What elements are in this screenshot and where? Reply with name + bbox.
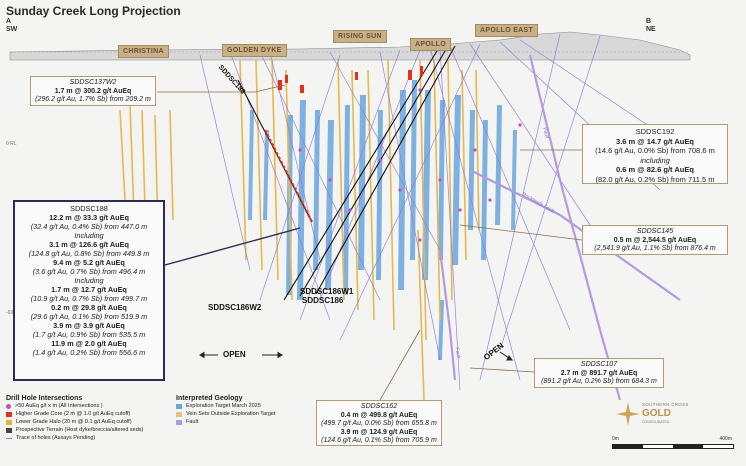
legend-geo-label: Vein Sets Outside Exploration Target (186, 411, 276, 417)
legend-swatch (176, 419, 182, 425)
zone-apollo: APOLLO (410, 38, 451, 51)
axis-label-600: -600 (6, 310, 17, 316)
legend-geo-label: Fault (186, 419, 199, 425)
legend-dh-item: Higher Grade Core (2 m @ 1.0 g/t AuEq cu… (6, 410, 176, 418)
legend-geo-title: Interpreted Geology (176, 395, 243, 402)
legend-dh-item: Lower Grade Halo (20 m @ 0.1 g/t AuEq cu… (6, 418, 176, 426)
legend-dh-label: >50 AuEq g/t x m (All Intersections ) (15, 403, 103, 409)
open-arrows (199, 351, 513, 361)
callout-sddsc192: SDDSC192 3.6 m @ 14.7 g/t AuEq (14.6 g/t… (582, 124, 728, 184)
drill-traces (199, 33, 701, 391)
callout-sddsc137w2: SDDSC137W2 1.7 m @ 300.2 g/t AuEq (296.2… (30, 76, 156, 106)
legend-dh-item: Trace of holes (Assays Pending) (6, 434, 176, 442)
legend-dh-label: Higher Grade Core (2 m @ 1.0 g/t AuEq cu… (16, 411, 131, 417)
company-logo: SOUTHERN CROSS GOLD CONSOLIDATED (616, 398, 692, 430)
page-title: Sunday Creek Long Projection (6, 4, 181, 18)
zone-christina: CHRISTINA (118, 45, 169, 58)
legend-swatch (6, 419, 12, 425)
legend-geo-item: Vein Sets Outside Exploration Target (176, 410, 316, 418)
hole-label-sddsc186w1: SDDSC186W1 (300, 287, 354, 296)
legend-dh-item: >50 AuEq g/t x m (All Intersections ) (6, 402, 176, 410)
legend-geology: Interpreted Geology Exploration Target M… (176, 395, 316, 426)
zone-apollo-east: APOLLO EAST (475, 24, 539, 37)
high-grade-points (298, 88, 522, 242)
sd188-leader (164, 227, 301, 266)
zone-golden-dyke: GOLDEN DYKE (222, 44, 287, 57)
callout-sddsc188: SDDSC188 12.2 m @ 33.3 g/t AuEq (32.4 g/… (13, 200, 165, 381)
legend-geo-item: Fault (176, 418, 316, 426)
hole-label-sddsc186: SDDSC186 (302, 296, 344, 305)
legend-swatch (6, 427, 12, 433)
callout-sddsc107: SDDSC107 2.7 m @ 891.7 g/t AuEq (891.2 g… (534, 358, 664, 388)
legend-swatch (176, 411, 182, 417)
logo-cross-icon (616, 402, 640, 426)
callout-sddsc145: SDDSC145 0.5 m @ 2,544.5 g/t AuEq (2,541… (582, 225, 728, 255)
axis-label-0rl: 0 RL (6, 141, 17, 147)
legend-drill-holes: Drill Hole Intersections >50 AuEq g/t x … (6, 395, 176, 442)
main-hole-traces (237, 45, 456, 301)
legend-geo-item: Exploration Target March 2025 (176, 402, 316, 410)
legend-geo-label: Exploration Target March 2025 (186, 403, 261, 409)
higher-grade-core (278, 66, 423, 93)
callout-leaders (157, 84, 583, 401)
legend-dh-label: Lower Grade Halo (20 m @ 0.1 g/t AuEq cu… (16, 419, 132, 425)
legend-swatch (6, 411, 12, 417)
legend-swatch (176, 403, 182, 409)
legend-dh-label: Prospective Terrain (Host dyke/breccia/a… (16, 427, 144, 433)
open-label-left: OPEN (223, 350, 246, 359)
legend-dh-item: Prospective Terrain (Host dyke/breccia/a… (6, 426, 176, 434)
terrain-surface (9, 31, 691, 61)
hole-label-sddsc186w2: SDDSC186W2 (208, 303, 262, 312)
callout-sddsc162: SDDSC162 0.4 m @ 499.8 g/t AuEq (499.7 g… (316, 400, 442, 446)
zone-rising-sun: RISING SUN (333, 30, 387, 43)
legend-dh-label: Trace of holes (Assays Pending) (16, 435, 96, 441)
legend-dh-title: Drill Hole Intersections (6, 395, 83, 402)
legend-swatch (6, 403, 11, 409)
legend-swatch (6, 437, 12, 439)
